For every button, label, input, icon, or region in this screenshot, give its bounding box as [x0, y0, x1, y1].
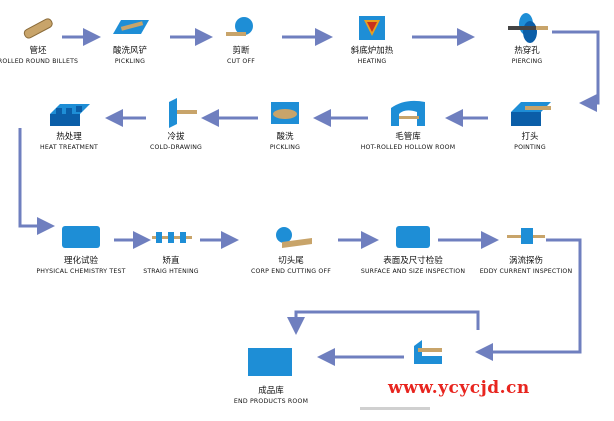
step-label-en: HEATING [357, 58, 387, 65]
inspection-table-icon [390, 222, 436, 254]
step-label-zh: 剪断 [232, 46, 250, 56]
piercing-mill-icon [504, 12, 550, 44]
step-label-zh: 热穿孔 [514, 46, 540, 56]
eddy-current-icon [503, 222, 549, 254]
cold-draw-icon [153, 98, 199, 130]
step-physical-chemistry-test: 理化试验 PHYSICAL CHEMISTRY TEST [16, 222, 146, 276]
arrow-16-upper [287, 310, 480, 335]
step-label-en: EDDY CURRENT INSPECTION [479, 268, 573, 275]
step-label-en: CUT OFF [227, 58, 255, 65]
step-pickling-1: 酸洗风铲 PICKLING [65, 12, 195, 66]
step-billets: 管坯 ROLLED ROUND BILLETS [0, 12, 103, 66]
step-label-zh: 热处理 [56, 132, 82, 142]
step-cold-drawing: 冷拔 COLD-DRAWING [111, 98, 241, 152]
step-pointing: 打头 POINTING [465, 98, 595, 152]
furnace-icon [349, 12, 395, 44]
end-cutter-icon [268, 222, 314, 254]
step-label-zh: 矫直 [162, 256, 180, 266]
step-label-en: PICKLING [114, 58, 146, 65]
step-label-zh: 斜底炉加热 [350, 46, 394, 56]
pickling-bath-icon [107, 12, 153, 44]
pointing-machine-icon [507, 98, 553, 130]
step-pickling-2: 酸洗 PICKLING [220, 98, 350, 152]
warehouse-icon [247, 346, 295, 376]
step-label-zh: 管坯 [29, 46, 47, 56]
step-piercing: 热穿孔 PIERCING [462, 12, 592, 66]
step-label-zh: 酸洗 [276, 132, 294, 142]
step-label-zh: 酸洗风铲 [112, 46, 147, 56]
step-label-en: SURFACE AND SIZE INSPECTION [360, 268, 466, 275]
packing-machine-icon [406, 336, 452, 368]
step-label-en: PHYSICAL CHEMISTRY TEST [36, 268, 126, 275]
billet-icon [15, 12, 61, 44]
step-straightening: 矫直 STRAIG HTENING [106, 222, 236, 276]
watermark: www.ycycjd.cn [388, 378, 530, 398]
step-label-en: HOT-ROLLED HOLLOW ROOM [360, 144, 456, 151]
step-label-zh: 打头 [521, 132, 539, 142]
arrow-5-6 [552, 30, 600, 112]
arrow-15-16 [475, 238, 582, 361]
arrow-10-11 [18, 128, 55, 235]
heat-treatment-icon [46, 98, 92, 130]
lab-test-icon [58, 222, 104, 254]
step-label-en: POINTING [514, 144, 546, 151]
pickling-tank-icon [262, 98, 308, 130]
step-cut-off: 剪断 CUT OFF [176, 12, 306, 66]
step-label-zh: 表面及尺寸检验 [383, 256, 443, 266]
faded-caption [360, 407, 430, 410]
step-label-zh: 毛管库 [395, 132, 421, 142]
step-label-en: ROLLED ROUND BILLETS [0, 58, 79, 65]
step-hollow-room: 毛管库 HOT-ROLLED HOLLOW ROOM [343, 98, 473, 152]
step-heating: 斜底炉加热 HEATING [307, 12, 437, 66]
step-label-en: STRAIG HTENING [143, 268, 199, 275]
step-label-zh: 切头尾 [278, 256, 304, 266]
hollow-room-icon [385, 98, 431, 130]
step-end-products-room: 成品库 END PRODUCTS ROOM [206, 346, 336, 406]
step-label-en: CORP END CUTTING OFF [251, 268, 331, 275]
step-label-en: END PRODUCTS ROOM [233, 398, 309, 405]
step-label-en: HEAT TREATMENT [39, 144, 99, 151]
step-label-zh: 成品库 [258, 386, 284, 396]
step-label-en: PICKLING [269, 144, 301, 151]
step-eddy-current: 涡流探伤 EDDY CURRENT INSPECTION [461, 222, 591, 276]
straightener-icon [148, 222, 194, 254]
step-packing [364, 336, 494, 368]
step-surface-size-inspection: 表面及尺寸检验 SURFACE AND SIZE INSPECTION [348, 222, 478, 276]
step-label-zh: 冷拔 [167, 132, 185, 142]
step-label-zh: 涡流探伤 [508, 256, 543, 266]
step-label-en: COLD-DRAWING [149, 144, 203, 151]
step-label-zh: 理化试验 [63, 256, 98, 266]
cutter-icon [218, 12, 264, 44]
step-heat-treatment: 热处理 HEAT TREATMENT [4, 98, 134, 152]
step-label-en: PIERCING [511, 58, 543, 65]
step-end-cutting: 切头尾 CORP END CUTTING OFF [226, 222, 356, 276]
